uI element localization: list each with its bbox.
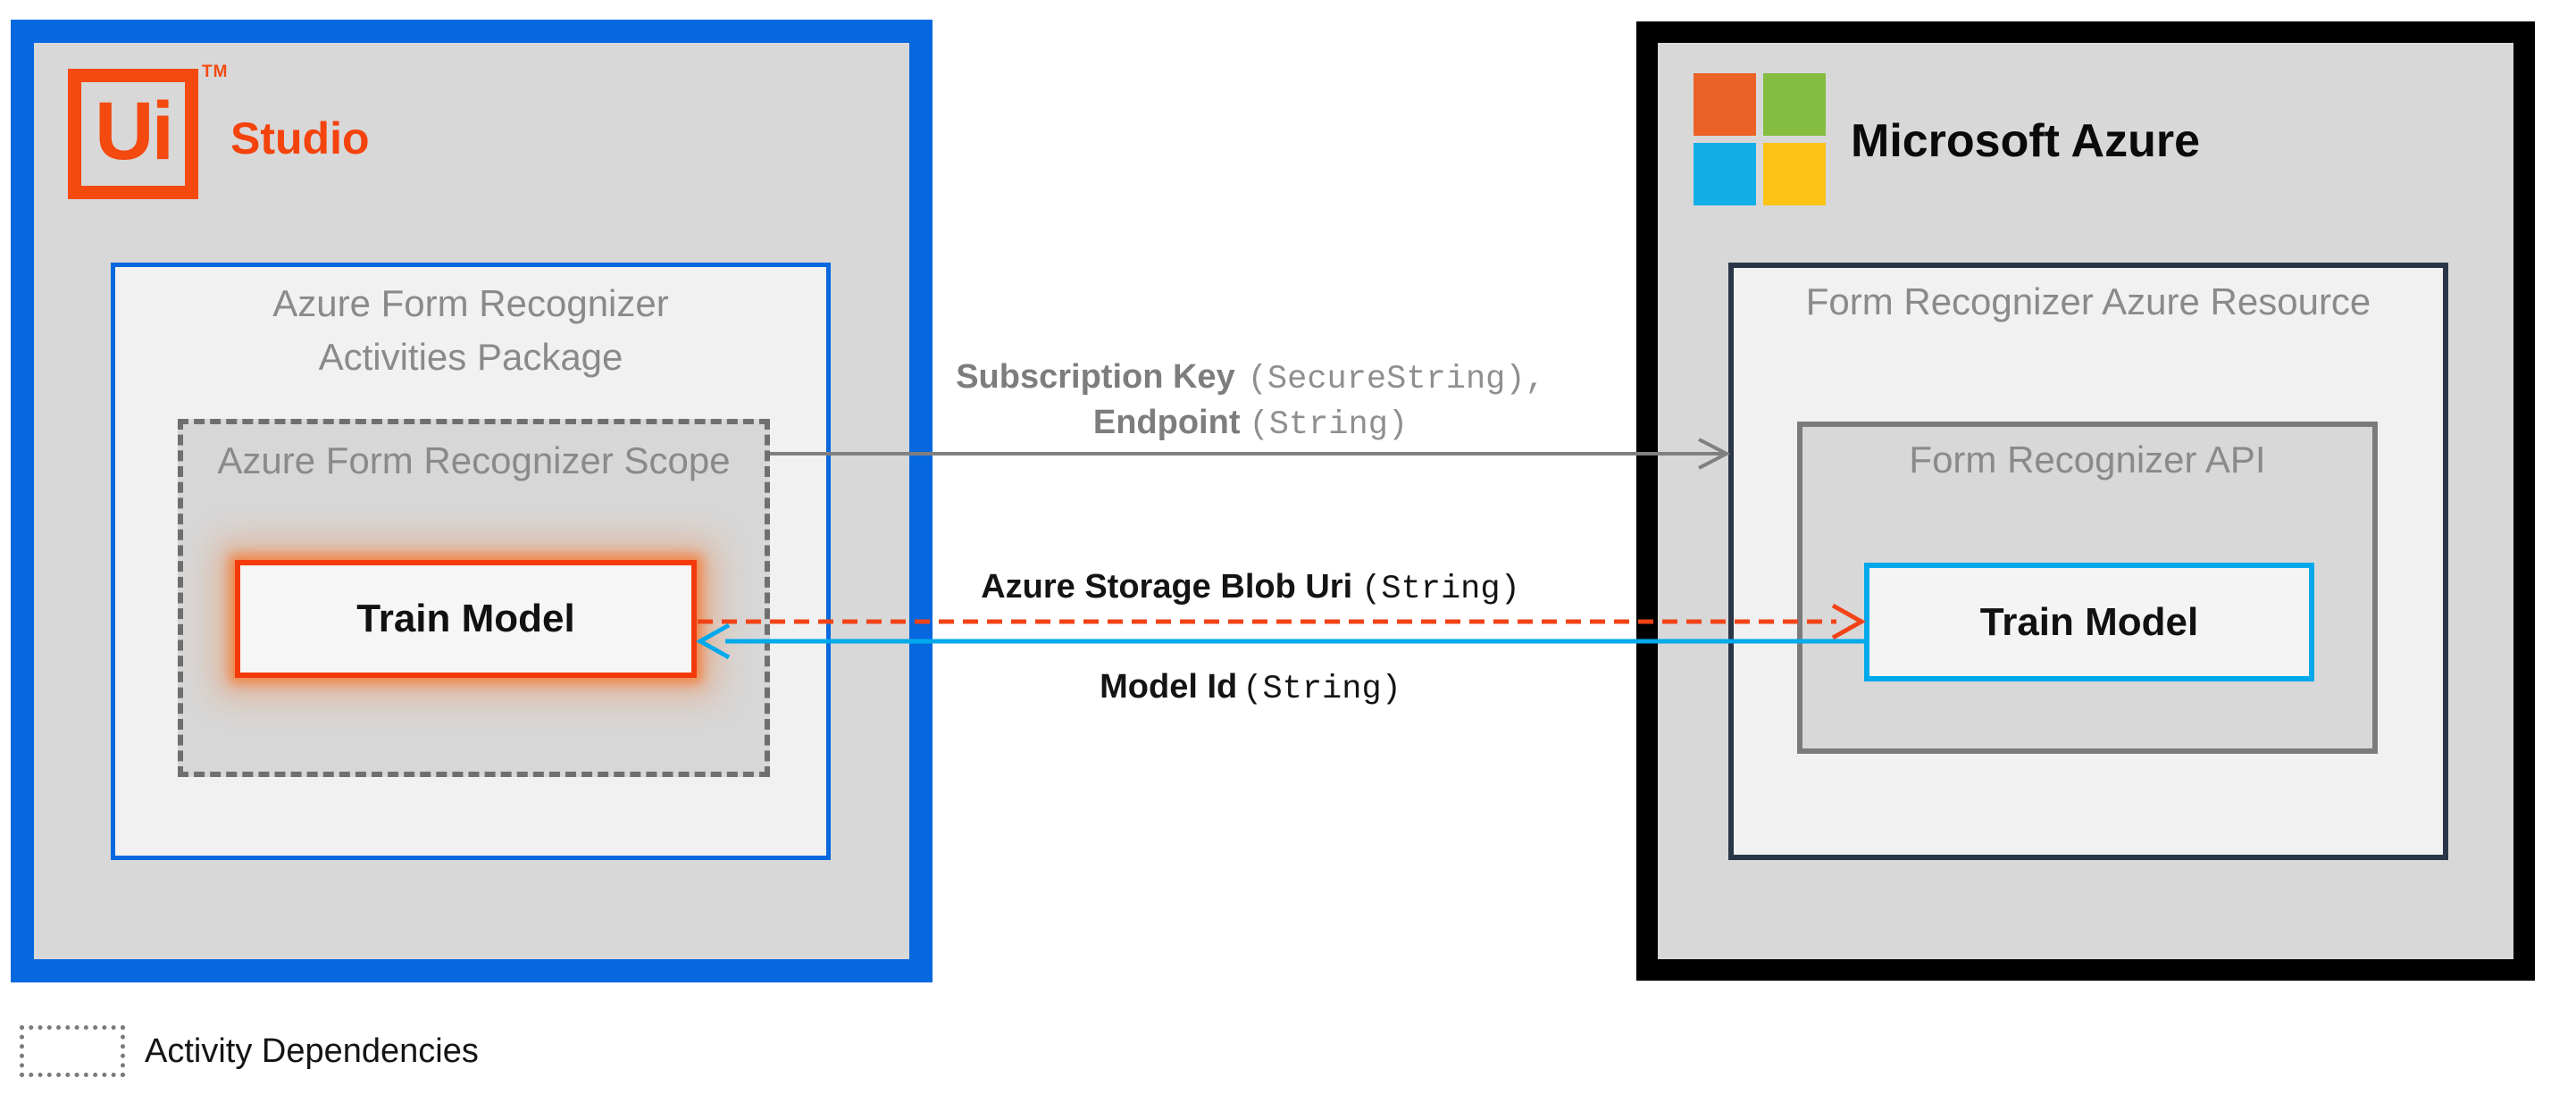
activities-package-title-line2: Activities Package (318, 336, 623, 378)
microsoft-logo (1694, 73, 1826, 205)
studio-brand-label: Studio (230, 113, 370, 163)
train-model-activity-label: Train Model (356, 597, 575, 640)
model-id-text: Model Id (1100, 668, 1238, 706)
subscription-endpoint-label: Subscription Key (SecureString), Endpoin… (768, 355, 1733, 447)
azure-resource-title: Form Recognizer Azure Resource (1805, 280, 2371, 322)
azure-brand-label: Microsoft Azure (1851, 115, 2200, 167)
securestring-type-text: (SecureString), (1247, 361, 1545, 398)
endpoint-type-text: (String) (1249, 406, 1409, 444)
microsoft-logo-square-green (1763, 73, 1826, 136)
model-id-label: Model Id (String) (768, 668, 1733, 708)
subscription-key-text: Subscription Key (956, 358, 1235, 396)
uipath-logo: Ui (68, 69, 198, 199)
legend-label: Activity Dependencies (145, 1032, 479, 1070)
uipath-logo-text: Ui (95, 86, 174, 177)
form-recognizer-scope-title: Azure Form Recognizer Scope (217, 439, 731, 481)
blob-uri-type-text: (String) (1361, 571, 1520, 608)
blob-uri-label: Azure Storage Blob Uri (String) (768, 568, 1733, 608)
uipath-trademark: TM (202, 63, 229, 81)
legend-dotted-box (20, 1025, 125, 1077)
microsoft-logo-square-blue (1694, 143, 1756, 205)
form-recognizer-api-title: Form Recognizer API (1909, 439, 2266, 480)
blob-uri-text: Azure Storage Blob Uri (981, 568, 1353, 606)
train-model-api-node: Train Model (1864, 563, 2314, 681)
train-model-activity-node: Train Model (235, 560, 697, 678)
activities-package-title-line1: Azure Form Recognizer (272, 282, 669, 324)
microsoft-logo-square-orange (1694, 73, 1756, 136)
train-model-api-label: Train Model (1979, 599, 2199, 644)
activities-package-title: Azure Form Recognizer Activities Package (111, 277, 831, 384)
model-id-type-text: (String) (1242, 671, 1401, 708)
endpoint-text: Endpoint (1092, 404, 1241, 441)
microsoft-logo-square-yellow (1763, 143, 1826, 205)
